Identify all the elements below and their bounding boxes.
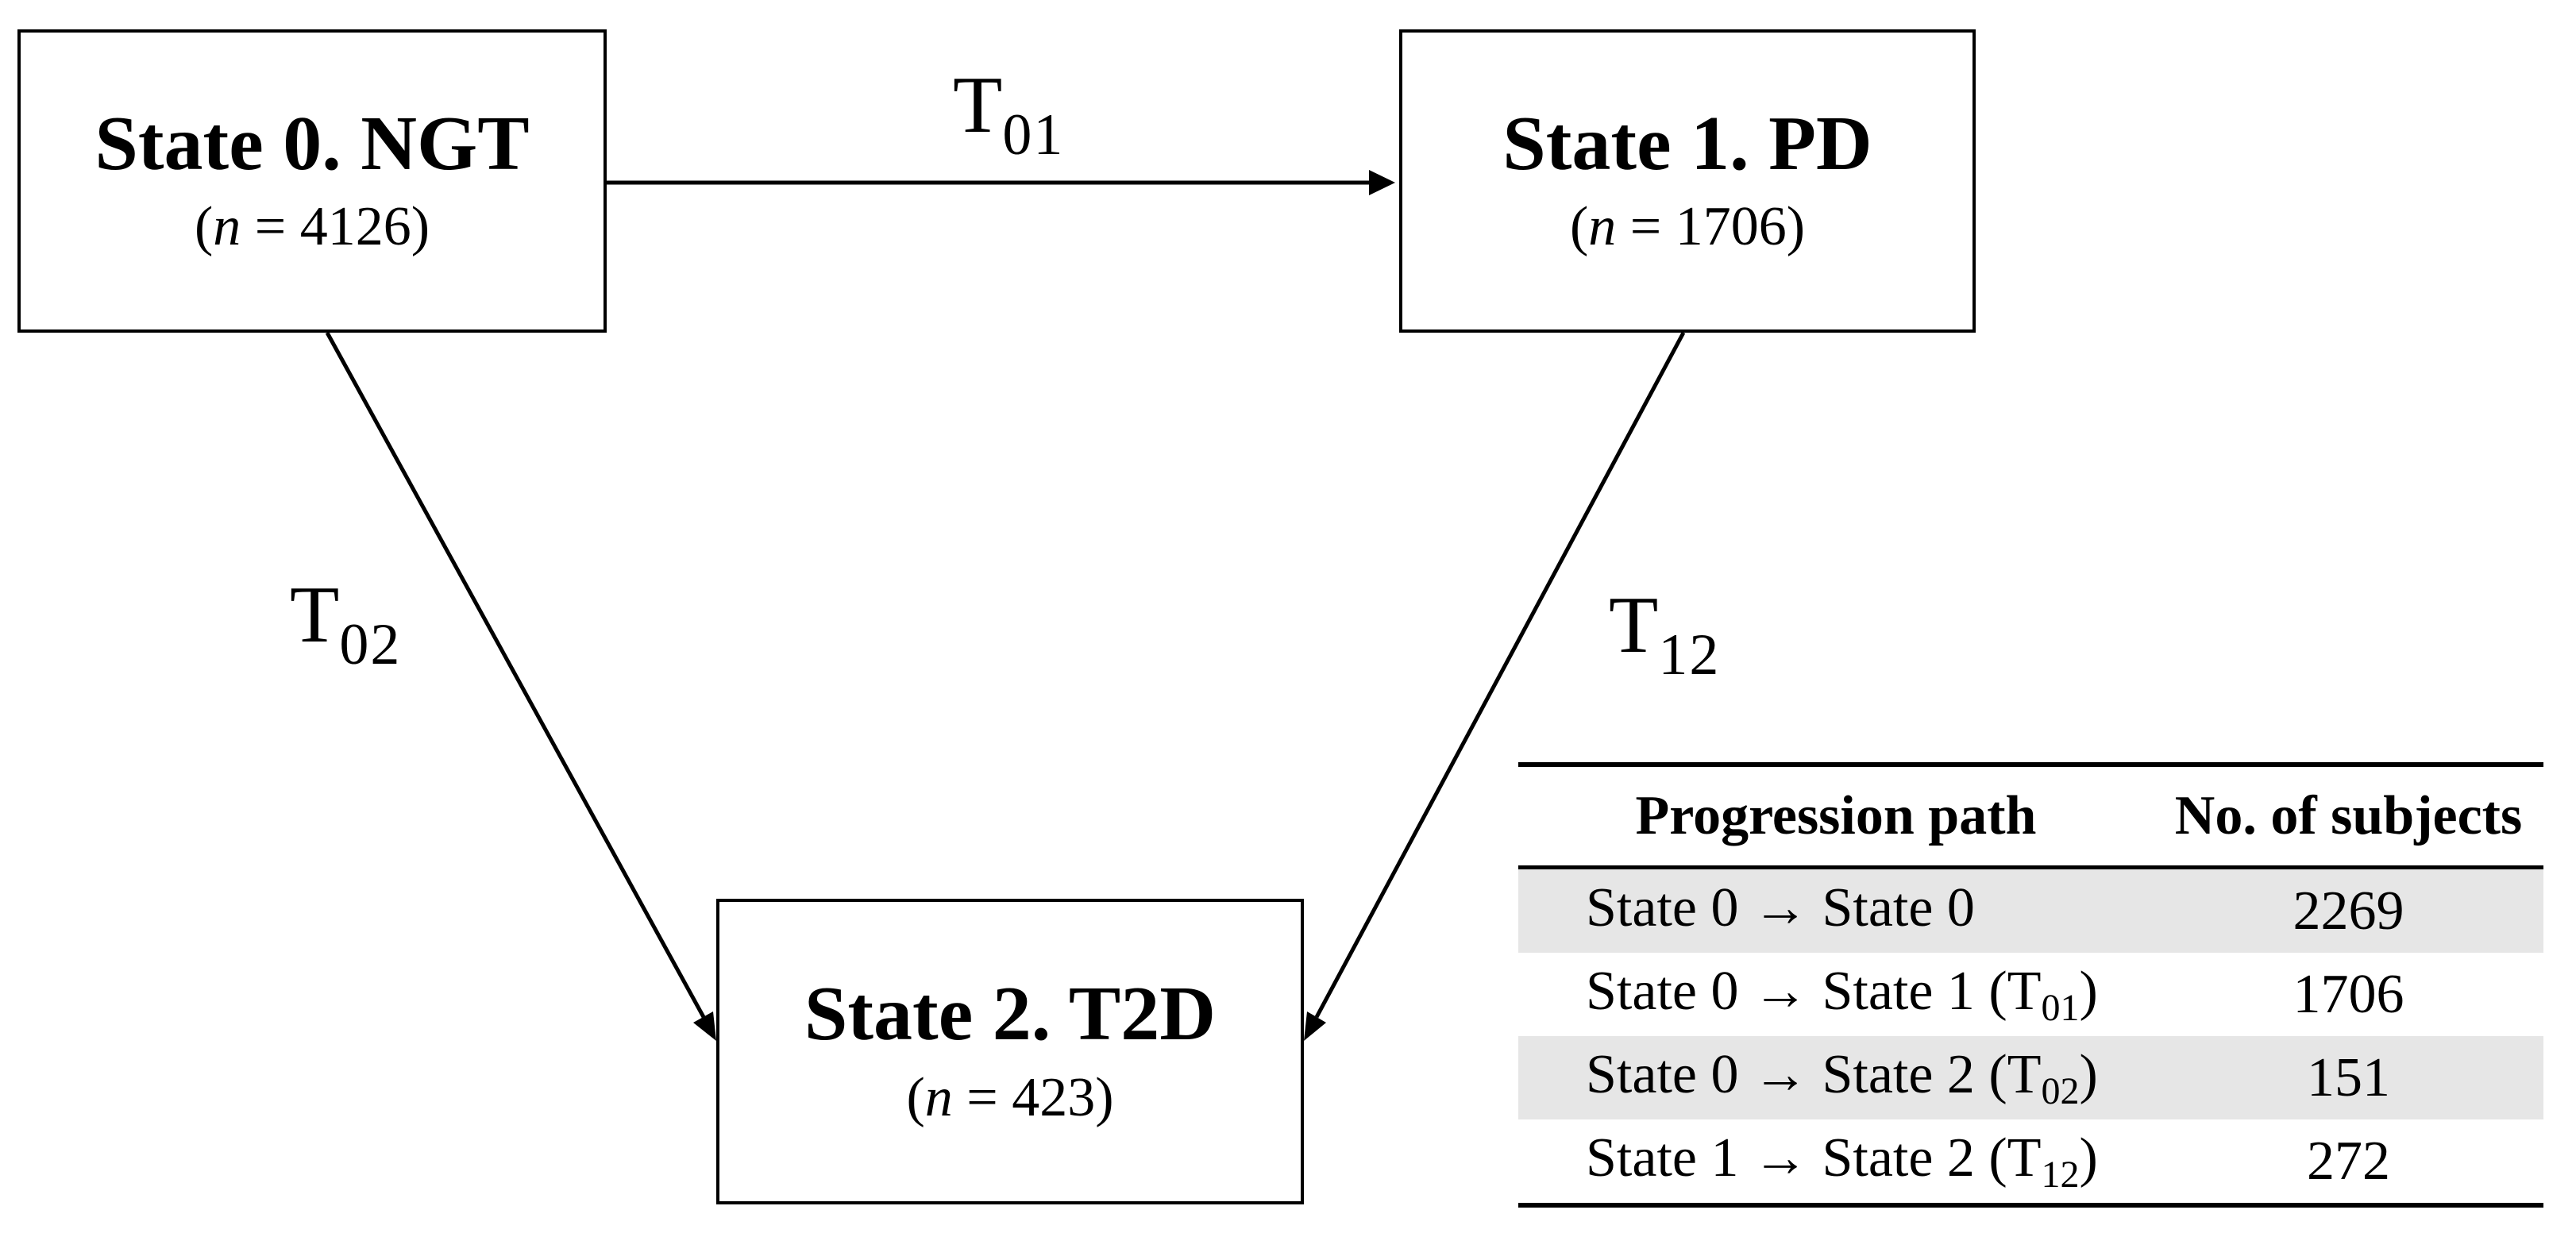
- state-2-count: (n = 423): [906, 1066, 1113, 1130]
- table-header-row: Progression path No. of subjects: [1518, 767, 2543, 869]
- arrow-t12-head-icon: [1304, 1011, 1326, 1041]
- path-text: State 0 → State 1 (T: [1586, 960, 2042, 1022]
- cell-subject-count: 151: [2307, 1046, 2390, 1108]
- table-row: State 0 → State 2 (T02) 151: [1518, 1036, 2543, 1119]
- t12-base: T: [1609, 580, 1659, 670]
- state-box-0-ngt: State 0. NGT (n = 4126): [17, 29, 607, 333]
- state-1-count: (n = 1706): [1570, 195, 1805, 259]
- state-1-count-value: = 1706): [1616, 196, 1806, 258]
- table-body: State 0 → State 0 2269 State 0 → State 1…: [1518, 869, 2543, 1203]
- path-text-close: ): [2079, 1127, 2098, 1189]
- state-0-title: State 0. NGT: [94, 100, 530, 187]
- path-subscript: 02: [2041, 1069, 2080, 1112]
- table-row: State 1 → State 2 (T12) 272: [1518, 1119, 2543, 1203]
- state-box-1-pd: State 1. PD (n = 1706): [1399, 29, 1976, 333]
- state-box-2-t2d: State 2. T2D (n = 423): [716, 899, 1304, 1204]
- path-text: State 1 → State 2 (T: [1586, 1127, 2042, 1189]
- t12-subscript: 12: [1658, 622, 1721, 688]
- transition-label-t02: T02: [290, 575, 402, 677]
- state-2-count-value: = 423): [952, 1066, 1114, 1128]
- t01-base: T: [953, 60, 1003, 150]
- cell-progression-path: State 0 → State 0: [1518, 877, 2154, 946]
- path-text-close: ): [2079, 1043, 2098, 1105]
- path-text-close: ): [2079, 960, 2098, 1022]
- cell-subject-count: 272: [2307, 1130, 2390, 1192]
- transition-label-t12: T12: [1609, 585, 1720, 685]
- state-1-title: State 1. PD: [1502, 100, 1872, 187]
- state-0-count: (n = 4126): [195, 195, 430, 259]
- transition-label-t01: T01: [953, 65, 1064, 165]
- column-header-no-of-subjects: No. of subjects: [2174, 785, 2523, 846]
- arrow-t01-head-icon: [1369, 170, 1395, 195]
- path-text: State 0 → State 2 (T: [1586, 1043, 2042, 1105]
- table-row: State 0 → State 1 (T01) 1706: [1518, 953, 2543, 1036]
- path-subscript: 12: [2041, 1153, 2080, 1196]
- state-0-count-value: = 4126): [241, 196, 430, 258]
- t02-subscript: 02: [339, 612, 402, 677]
- cell-subject-count: 2269: [2293, 880, 2404, 942]
- cell-progression-path: State 0 → State 1 (T01): [1518, 960, 2154, 1030]
- t02-base: T: [290, 570, 340, 660]
- cell-progression-path: State 1 → State 2 (T12): [1518, 1127, 2154, 1196]
- state-0-count-open: (: [194, 196, 214, 258]
- cell-subject-count: 1706: [2293, 963, 2404, 1025]
- cell-progression-path: State 0 → State 2 (T02): [1518, 1043, 2154, 1113]
- state-2-title: State 2. T2D: [804, 971, 1217, 1058]
- state-2-count-var: n: [924, 1066, 953, 1128]
- progression-table: Progression path No. of subjects State 0…: [1518, 762, 2543, 1208]
- column-header-progression-path: Progression path: [1635, 785, 2037, 846]
- state-0-count-var: n: [213, 196, 241, 258]
- t01-subscript: 01: [1002, 102, 1065, 168]
- table-row: State 0 → State 0 2269: [1518, 869, 2543, 953]
- arrow-t02-head-icon: [693, 1011, 716, 1041]
- state-2-count-open: (: [906, 1066, 925, 1128]
- state-1-count-open: (: [1569, 196, 1589, 258]
- state-1-count-var: n: [1588, 196, 1617, 258]
- path-text: State 0 → State 0: [1586, 877, 1975, 938]
- path-subscript: 01: [2041, 986, 2080, 1029]
